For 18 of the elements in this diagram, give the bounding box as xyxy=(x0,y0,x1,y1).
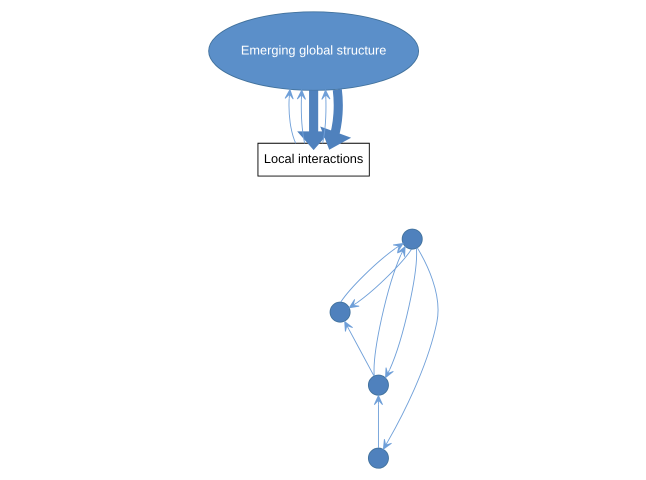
node-box: Local interactions xyxy=(256,142,370,177)
arrow xyxy=(348,248,412,308)
node-ellipse: Emerging global structure xyxy=(208,11,419,91)
node-circle xyxy=(367,374,388,396)
arrow xyxy=(340,242,403,302)
arrow xyxy=(344,321,374,377)
arrow xyxy=(296,90,330,150)
arrow xyxy=(373,395,382,448)
node-circle xyxy=(401,228,422,250)
arrow xyxy=(296,90,306,144)
arrow xyxy=(373,246,406,376)
arrow xyxy=(320,90,330,144)
arrow xyxy=(382,247,438,450)
node-circle xyxy=(329,302,350,323)
node-circle xyxy=(367,448,388,469)
arrow xyxy=(284,89,296,144)
arrow xyxy=(384,248,417,378)
arrow xyxy=(320,89,351,150)
